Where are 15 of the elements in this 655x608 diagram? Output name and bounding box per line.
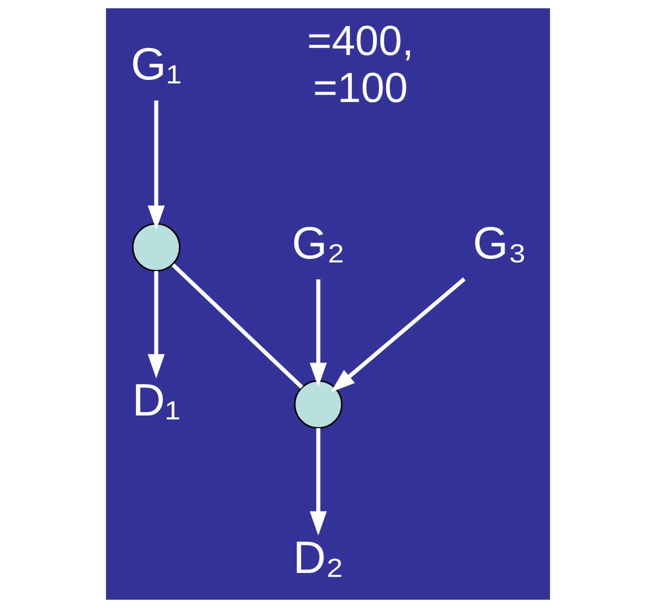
node-text: G₂ — [291, 217, 344, 268]
node-text: D₁ — [132, 374, 180, 426]
arrow — [309, 428, 326, 536]
connector — [171, 263, 303, 389]
arrow — [147, 100, 164, 230]
label: =100 — [312, 64, 408, 111]
node-circle — [293, 380, 342, 429]
node-text: G₃ — [472, 217, 526, 268]
arrow — [309, 279, 326, 388]
arrow — [147, 270, 164, 378]
node-text: D₂ — [292, 532, 343, 583]
label: =400, — [306, 16, 414, 64]
arrow — [330, 277, 466, 392]
node-text: G₁ — [130, 38, 182, 90]
node-circle — [131, 222, 180, 272]
